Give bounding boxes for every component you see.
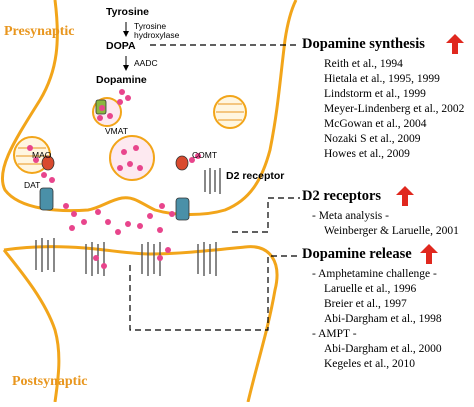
citation: Abi-Dargham et al., 2000 <box>324 343 442 355</box>
dopamine-label: Dopamine <box>96 74 147 86</box>
citation: McGowan et al., 2004 <box>324 118 427 130</box>
citation: Nozaki S et al., 2009 <box>324 133 421 145</box>
dopamine-dot <box>93 255 99 261</box>
dopamine-dot <box>119 89 125 95</box>
dopamine-dot <box>157 227 163 233</box>
comt-enzyme <box>175 155 189 171</box>
dopamine-dot <box>107 113 113 119</box>
dopamine-dot <box>101 263 107 269</box>
dopamine-dot <box>165 247 171 253</box>
dopamine-dot <box>71 211 77 217</box>
citation: Meyer-Lindenberg et al., 2002 <box>324 103 465 115</box>
dopamine-dot <box>125 221 131 227</box>
comt-label: COMT <box>192 150 218 160</box>
dopamine-dot <box>117 99 123 105</box>
dopamine-dot <box>137 165 143 171</box>
dopamine-dot <box>137 223 143 229</box>
dopamine-dot <box>125 95 131 101</box>
dopamine-dot <box>81 219 87 225</box>
dopamine-dot <box>133 145 139 151</box>
dopamine-dot <box>189 157 195 163</box>
dopa-label: DOPA <box>106 40 136 52</box>
tyrosine-hydroxylase-label: Tyrosine hydroxylase <box>134 21 180 40</box>
dopamine-dot <box>97 115 103 121</box>
dopamine-dot <box>157 255 163 261</box>
dopamine-dot <box>41 172 47 178</box>
dopamine-dot <box>115 229 121 235</box>
finding-title: Dopamine synthesis <box>302 36 425 52</box>
dopamine-dot <box>159 203 165 209</box>
finding-title: D2 receptors <box>302 188 382 204</box>
presynaptic-membrane <box>0 0 298 216</box>
postsynaptic-receptors <box>35 238 217 276</box>
postsynaptic-label: Postsynaptic <box>12 374 88 389</box>
dopamine-dot <box>105 219 111 225</box>
release-connector <box>129 255 300 331</box>
citation: Breier et al., 1997 <box>324 298 407 310</box>
dopamine-dot <box>49 177 55 183</box>
dopamine-dot <box>195 153 201 159</box>
increase-arrow-icon <box>420 244 438 269</box>
citation: Reith et al., 1994 <box>324 58 403 70</box>
citation: Howes et al., 2009 <box>324 148 410 160</box>
dat-transporter-right <box>175 197 190 221</box>
dat-label: DAT <box>24 180 41 190</box>
dopamine-dot <box>27 145 33 151</box>
mao-label: MAO <box>32 150 52 160</box>
citation: Abi-Dargham et al., 1998 <box>324 313 442 325</box>
presynaptic-d2-receptor <box>204 168 221 194</box>
dopamine-dot <box>121 149 127 155</box>
citation: Weinberger & Laruelle, 2001 <box>324 225 459 237</box>
dopamine-dot <box>127 161 133 167</box>
dopamine-dot <box>99 105 105 111</box>
citation: Lindstorm et al., 1999 <box>324 88 426 100</box>
dopamine-dot <box>95 209 101 215</box>
dopamine-dot <box>69 225 75 231</box>
citation: - Amphetamine challenge - <box>312 268 437 280</box>
d2-connector <box>232 197 300 233</box>
vmat-label: VMAT <box>105 126 128 136</box>
citation: - Meta analysis - <box>312 210 389 222</box>
dopamine-dot <box>169 211 175 217</box>
dopamine-dot <box>63 203 69 209</box>
increase-arrow-icon <box>446 34 464 59</box>
connector-lines <box>129 44 300 331</box>
postsynaptic-membrane-left <box>2 249 61 403</box>
citation: - AMPT - <box>312 328 357 340</box>
finding-title: Dopamine release <box>302 246 412 262</box>
mao-enzyme <box>41 155 55 171</box>
aadc-label: AADC <box>134 58 158 68</box>
dat-transporter-left <box>39 187 54 211</box>
citation: Laruelle et al., 1996 <box>324 283 417 295</box>
dopamine-dot <box>117 165 123 171</box>
dopamine-molecules <box>27 89 201 269</box>
increase-arrow-icon <box>396 186 414 211</box>
presynaptic-label: Presynaptic <box>4 24 75 39</box>
vesicle <box>109 135 155 181</box>
tyrosine-label: Tyrosine <box>106 6 149 18</box>
dopamine-dot <box>33 157 39 163</box>
dopamine-dot <box>147 213 153 219</box>
d2-receptor-label: D2 receptor <box>226 170 285 182</box>
citation: Hietala et al., 1995, 1999 <box>324 73 440 85</box>
postsynaptic-membrane <box>3 245 279 403</box>
citation: Kegeles et al., 2010 <box>324 358 416 370</box>
